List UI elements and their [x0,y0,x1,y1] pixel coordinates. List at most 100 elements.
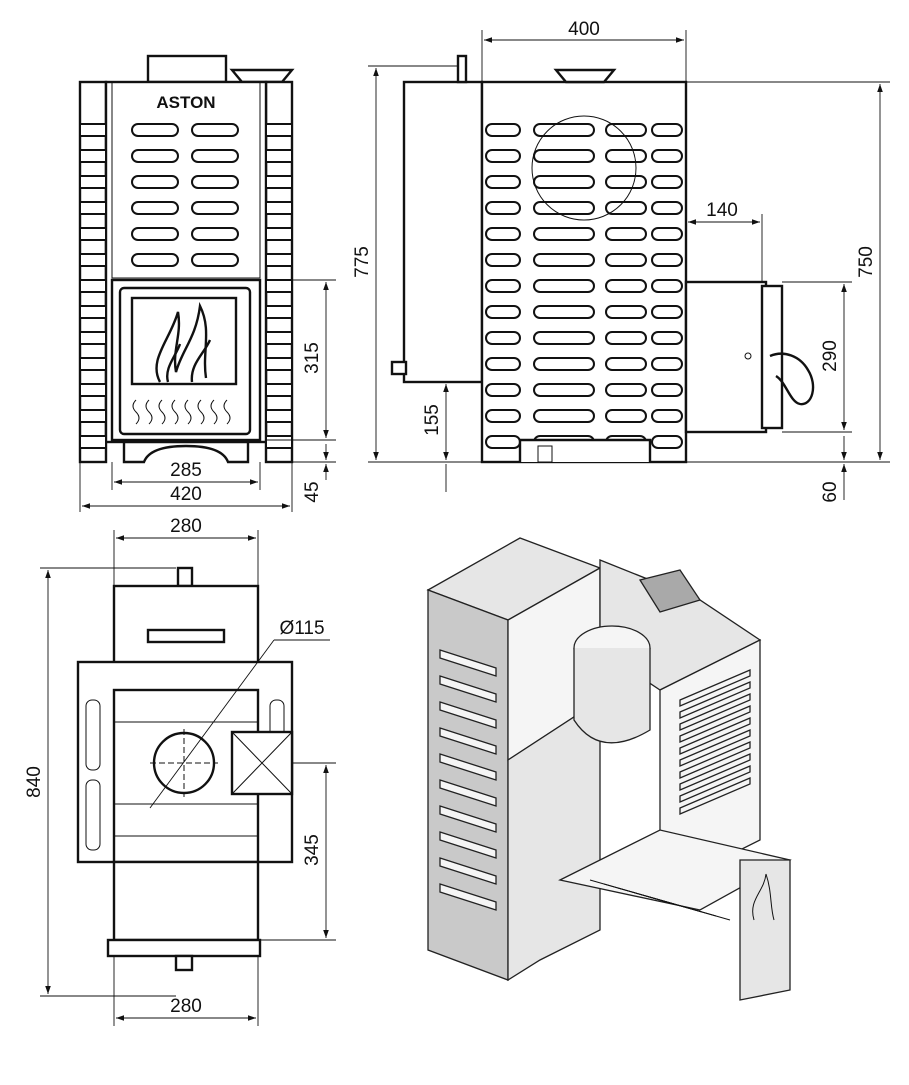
side-slot [605,149,647,163]
top-tunnel-door [106,938,262,958]
side-stone-funnel [553,68,617,84]
top-left-slot-2 [85,779,101,851]
side-slot [651,175,683,189]
side-slot [533,279,595,293]
dim-side-depth: 400 [568,19,600,40]
side-slot [485,149,521,163]
front-column-ribs [79,123,293,449]
side-slot [533,175,595,189]
front-left-column [78,80,108,464]
side-slot [605,305,647,319]
front-column-rib [79,331,107,345]
dim-top-width: 280 [170,516,202,537]
dimension-layer: 315 285 420 45 400 775 750 140 290 [24,19,890,1026]
iso-slot-pattern [439,649,751,911]
side-slot [605,123,647,137]
front-slot [191,227,239,241]
grate-wave [197,399,205,425]
iso-flue-pipe [573,648,651,744]
iso-slot [439,727,497,755]
iso-grate [589,879,731,921]
side-slot [485,279,521,293]
top-view [76,566,294,972]
flame-icon [155,301,212,383]
side-slot [533,201,595,215]
grate-wave [132,399,140,425]
front-slot [131,175,179,189]
side-slot [533,227,595,241]
dim-side-tunnel-length: 140 [706,200,738,221]
front-column-rib [79,201,107,215]
iso-slot [439,883,497,911]
side-base-notch [518,438,652,462]
dim-side-total-height: 775 [352,246,373,278]
front-column-rib [79,435,107,449]
front-column-rib [79,149,107,163]
side-slot [485,357,521,371]
side-slot [533,357,595,371]
side-slot [533,305,595,319]
side-door-handle [769,352,815,406]
side-slot [605,227,647,241]
side-tank-pipe [456,54,468,84]
side-slot [605,175,647,189]
dim-front-total-width: 420 [170,484,202,505]
side-slot [485,331,521,345]
side-slot [485,383,521,397]
front-column-rib [79,357,107,371]
side-body [480,80,688,464]
front-column-rib [79,305,107,319]
dim-side-tunnel-height: 290 [820,340,841,372]
top-tunnel [112,860,260,942]
side-slot [605,409,647,423]
front-slot [131,253,179,267]
side-slot [485,435,521,449]
iso-slot [679,741,751,779]
side-slot [651,435,683,449]
dim-top-bottom-width: 280 [170,996,202,1017]
dim-side-tank-offset: 155 [422,404,443,436]
iso-slot [679,681,751,719]
front-door-glass [130,296,238,386]
front-column-rib [79,253,107,267]
side-tunnel-door [760,284,784,430]
brand-logo: ASTON [156,93,215,112]
front-right-column [264,80,294,464]
side-slot [651,383,683,397]
side-slot [485,227,521,241]
dim-top-flue-diameter: Ø115 [279,618,324,639]
side-slot [533,123,595,137]
iso-slot [439,753,497,781]
side-view [390,54,815,464]
grate-wave [158,399,166,425]
front-column-rib [265,435,293,449]
front-chimney [146,54,228,84]
front-slot [191,175,239,189]
side-tunnel-rivet [744,352,752,360]
front-column-rib [265,227,293,241]
front-door-grate [132,399,231,425]
front-column-rib [265,279,293,293]
dim-top-depth: 840 [24,766,45,798]
side-slot [651,149,683,163]
side-tank-tap [390,360,408,376]
iso-slot [679,717,751,755]
iso-slot [679,705,751,743]
side-slot [651,331,683,345]
grate-wave [223,399,231,425]
side-slot [485,201,521,215]
front-column-rib [79,279,107,293]
side-slot [651,123,683,137]
side-slot [533,409,595,423]
side-slot [651,279,683,293]
side-slot [605,331,647,345]
top-door-handle [174,954,194,972]
iso-slot [439,701,497,729]
top-tank-handle [146,628,226,644]
front-column-rib [265,383,293,397]
iso-slot [439,649,497,677]
side-flue-circle [531,115,637,221]
side-slot [651,357,683,371]
front-column-rib [265,409,293,423]
